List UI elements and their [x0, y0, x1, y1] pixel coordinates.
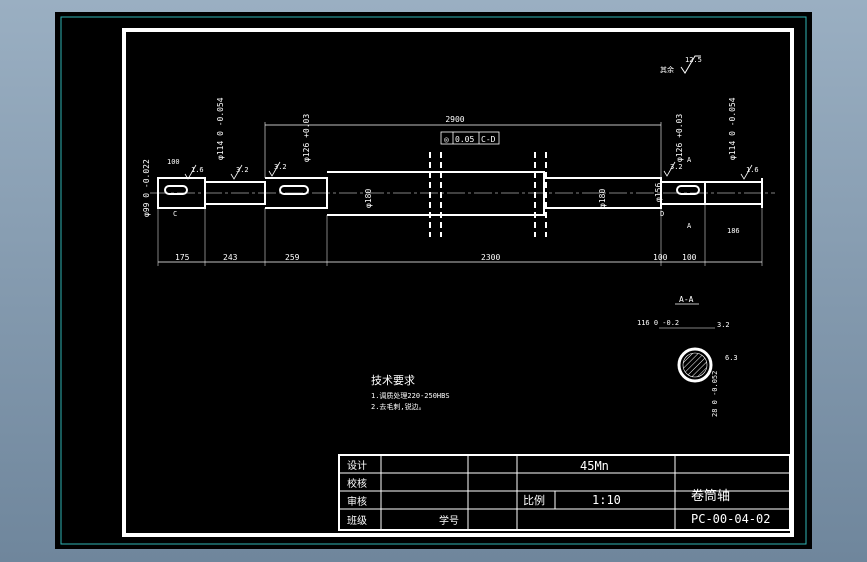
- notes-heading: 技术要求: [371, 374, 415, 387]
- dim-186: 186: [727, 227, 740, 235]
- svg-text:100: 100: [653, 253, 668, 262]
- title-block: 设计 校核 审核 班级 学号 45Mn 比例 1:10 卷筒轴 PC-00-04…: [338, 454, 791, 531]
- dim-top-100: 100: [167, 158, 180, 166]
- tb-part-name: 卷筒轴: [691, 488, 730, 504]
- tolerance-frame: ◎ 0.05 C-D: [440, 131, 500, 145]
- sheet-frame: [122, 28, 794, 537]
- dim-overall: 2900: [264, 115, 662, 178]
- svg-text:259: 259: [285, 253, 300, 262]
- drawing-viewport[interactable]: 其余 12.5: [55, 12, 812, 549]
- section-view-aa: A-A 116 0 -0.2 28 0 -0.052 3.2 6.3: [637, 295, 738, 417]
- tb-drawing-no: PC-00-04-02: [691, 512, 770, 526]
- dim-d180-left: φ180: [364, 189, 373, 208]
- svg-text:6.3: 6.3: [725, 354, 738, 362]
- svg-text:0.05: 0.05: [455, 135, 474, 144]
- svg-text:C-D: C-D: [481, 135, 496, 144]
- svg-text:3.2: 3.2: [236, 166, 249, 174]
- tb-scale-label: 比例: [523, 493, 545, 507]
- dim-d99: φ99 0 -0.022: [142, 159, 151, 217]
- svg-text:1.6: 1.6: [191, 166, 204, 174]
- svg-text:A-A: A-A: [679, 295, 694, 304]
- notes-line-1: 1.调质处理220-250HBS: [371, 391, 450, 400]
- sheet-outer-border: [60, 16, 807, 545]
- dim-d114-right: φ114 0 -0.054: [728, 97, 737, 160]
- diameter-dims: φ99 0 -0.022 φ114 0 -0.054 φ126 +0.03 φ1…: [142, 97, 737, 217]
- datum-c-mark: C: [173, 210, 177, 218]
- shaft-main-view: [157, 171, 763, 216]
- tb-material: 45Mn: [580, 459, 609, 473]
- rough-general-symbol: 12.5: [680, 55, 702, 74]
- tb-check: 校核: [347, 477, 367, 490]
- dim-d114-left: φ114 0 -0.054: [216, 97, 225, 160]
- svg-text:3.2: 3.2: [670, 163, 683, 171]
- svg-text:3.2: 3.2: [717, 321, 730, 329]
- datum-d-mark: D: [660, 210, 664, 218]
- svg-text:116 0 -0.2: 116 0 -0.2: [637, 319, 679, 327]
- tb-review: 审核: [347, 495, 367, 508]
- svg-text:3.2: 3.2: [274, 163, 287, 171]
- svg-text:2300: 2300: [481, 253, 500, 262]
- technical-notes: 技术要求 1.调质处理220-250HBS 2.去毛刺,锐边。: [371, 374, 450, 411]
- dim-d180-right: φ180: [598, 189, 607, 208]
- dim-d156: φ156: [654, 183, 663, 202]
- reel-section-lines: [429, 152, 547, 237]
- dim-d126-left: φ126 +0.03: [302, 114, 311, 162]
- svg-text:◎: ◎: [444, 135, 449, 144]
- svg-text:100: 100: [682, 253, 697, 262]
- rough-general-label: 其余: [660, 65, 674, 74]
- svg-text:28 0 -0.052: 28 0 -0.052: [711, 371, 719, 417]
- svg-text:1.6: 1.6: [746, 166, 759, 174]
- tb-scale-value: 1:10: [592, 493, 621, 507]
- svg-text:243: 243: [223, 253, 238, 262]
- roughness-marks: 1.6 3.2 3.2 3.2 1.6: [184, 161, 759, 180]
- tb-class: 班级: [347, 515, 367, 527]
- svg-text:2900: 2900: [445, 115, 464, 124]
- section-mark-top: A: [687, 156, 692, 164]
- tb-student-no: 学号: [439, 514, 459, 527]
- notes-line-2: 2.去毛刺,锐边。: [371, 402, 426, 411]
- svg-text:175: 175: [175, 253, 190, 262]
- tb-design: 设计: [347, 459, 367, 472]
- rough-general-value: 12.5: [685, 56, 702, 64]
- dim-chain-bottom: 175 243 259 2300 100 100: [157, 204, 763, 266]
- section-mark-bottom: A: [687, 222, 692, 230]
- drawing-canvas: 其余 12.5: [60, 16, 807, 545]
- dim-d126-right: φ126 +0.03: [675, 114, 684, 162]
